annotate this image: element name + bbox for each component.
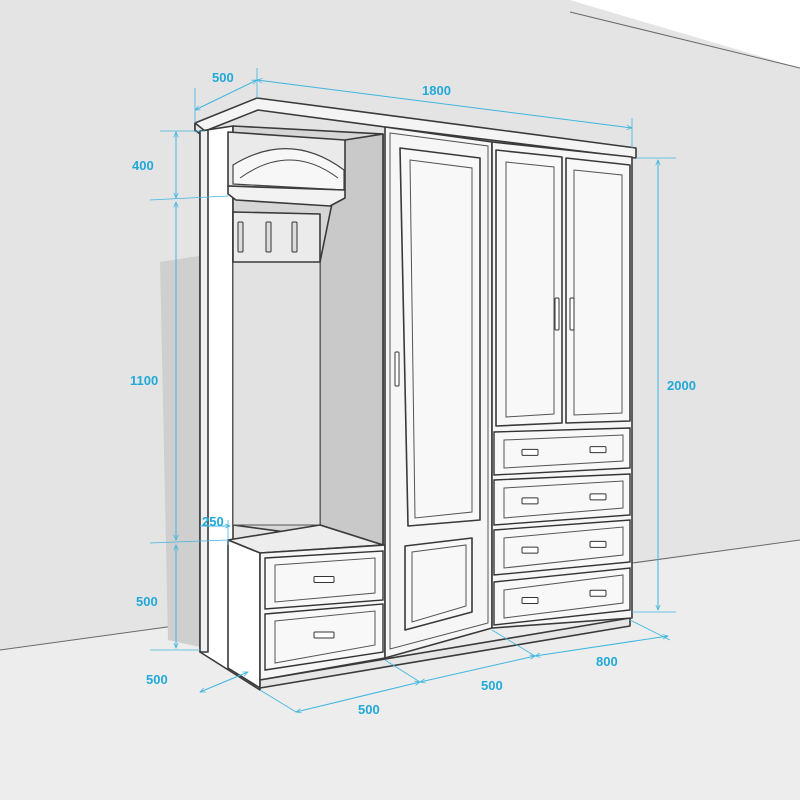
left-upper-door[interactable] [495, 149, 563, 427]
dim-bench-ledge: 250 [202, 514, 224, 529]
bench-drawer-2[interactable] [264, 603, 384, 671]
dim-depth-top: 500 [212, 70, 234, 85]
single-door-lower-panel[interactable] [404, 537, 473, 631]
drawer-handle-right[interactable] [589, 540, 607, 548]
dim-single-door-width: 500 [481, 678, 503, 693]
dim-double-door-width: 800 [596, 654, 618, 669]
right-upper-door-inset [573, 169, 623, 416]
single-door-lower-inset [411, 544, 467, 623]
hook-1 [237, 221, 244, 253]
single-door-upper-panel[interactable] [399, 147, 481, 527]
drawer-4[interactable] [493, 567, 631, 626]
dim-open-section-width: 500 [358, 702, 380, 717]
dim-middle-height: 1100 [130, 373, 158, 388]
bench-drawers-group [264, 550, 384, 671]
drawer-handle-right[interactable] [589, 589, 607, 597]
drawer-handle-left[interactable] [521, 597, 539, 605]
dim-bench-height: 500 [136, 594, 158, 609]
hook-board [232, 211, 321, 263]
single-door-handle[interactable] [394, 351, 400, 387]
right-upper-door[interactable] [565, 157, 631, 424]
niche-back-lower [232, 261, 321, 526]
single-door-upper-inset [409, 159, 473, 519]
arch-opening [232, 148, 345, 191]
drawer-2[interactable] [493, 473, 631, 526]
wardrobe [194, 97, 637, 691]
drawer-handle[interactable] [313, 631, 335, 639]
dim-total-width: 1800 [422, 83, 451, 98]
double-door-handle-left[interactable] [554, 297, 560, 331]
drawer-handle-right[interactable] [589, 446, 607, 454]
wall-corner-line [569, 11, 800, 69]
dimension-labels: 500 1800 400 1100 250 500 2000 500 500 5… [130, 70, 696, 717]
right-drawers-group [493, 427, 631, 626]
bench-side [227, 539, 261, 689]
drawer-handle[interactable] [313, 576, 335, 583]
left-side-face [199, 129, 209, 653]
dimension-lines [149, 68, 676, 712]
arch-inner [239, 159, 339, 179]
drawer-3[interactable] [493, 519, 631, 576]
bench-drawer-1[interactable] [264, 550, 384, 610]
dim-overall-height: 2000 [667, 378, 696, 393]
drawer-handle-left[interactable] [521, 448, 539, 456]
drawer-handle-left[interactable] [521, 497, 539, 505]
dim-base-depth: 500 [146, 672, 168, 687]
hook-2 [265, 221, 272, 253]
left-upper-door-inset [505, 161, 555, 418]
double-door-handle-right[interactable] [569, 297, 575, 331]
hook-3 [291, 221, 298, 253]
hooks-group [237, 221, 298, 253]
hat-shelf [227, 185, 346, 207]
right-wall [570, 0, 800, 68]
drawer-handle-left[interactable] [521, 546, 539, 554]
drawer-handle-right[interactable] [589, 493, 607, 501]
drawer-1[interactable] [493, 427, 631, 476]
dim-top-height: 400 [132, 158, 154, 173]
wall-shadow [160, 255, 205, 648]
middle-door-frame [389, 132, 489, 650]
